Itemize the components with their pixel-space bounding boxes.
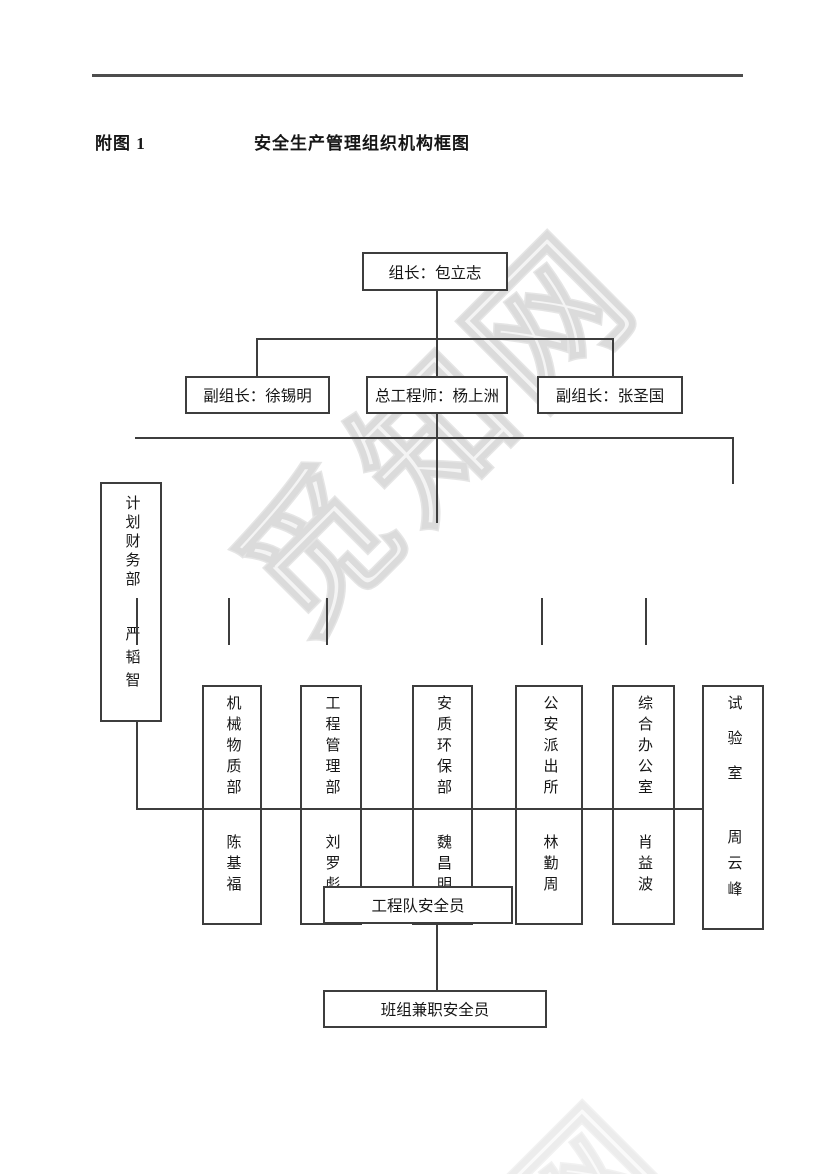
- connector-tick-1: [228, 598, 230, 645]
- connector-right-stub: [732, 437, 734, 484]
- connector-deputies-horizontal: [256, 338, 614, 340]
- connector-deputy1-stub: [256, 338, 258, 376]
- watermark-bottom: 觅知网: [216, 1046, 713, 1174]
- connector-tick-4: [645, 598, 647, 645]
- connector-tick-planning: [136, 598, 138, 645]
- dept-name: 安质环保部: [435, 694, 451, 800]
- connector-center-down: [436, 414, 438, 523]
- dept-box-machinery-materials: 机械物质部 陈基福: [202, 685, 262, 925]
- leader-box: 组长：包立志: [362, 252, 508, 291]
- dept-name: 试验室: [725, 694, 742, 800]
- dept-person: 肖益波: [636, 833, 652, 897]
- dept-box-safety-quality-environment: 安质环保部 魏昌明: [412, 685, 473, 925]
- watermark: 觅知网: [208, 203, 672, 667]
- connector-tick-2: [326, 598, 328, 645]
- connector-tick-3: [541, 598, 543, 645]
- dept-person: 陈基福: [224, 833, 241, 897]
- deputy-leader-box-2: 副组长：张圣国: [537, 376, 683, 414]
- connector-planning-down: [136, 722, 138, 810]
- dept-person: 林勤周: [541, 833, 558, 897]
- figure-label: 附图 1: [95, 134, 146, 153]
- dept-person: 周云峰: [725, 828, 742, 907]
- dept-name: 综合办公室: [636, 694, 652, 800]
- dept-box-planning-finance: 计划财务部 严韬智: [100, 482, 162, 722]
- dept-box-general-office: 综合办公室 肖益波: [612, 685, 675, 925]
- team-safety-officer-box: 工程队安全员: [323, 886, 513, 924]
- crew-safety-officer-box: 班组兼职安全员: [323, 990, 547, 1028]
- deputy-leader-box-1: 副组长：徐锡明: [185, 376, 330, 414]
- connector-leader-down: [436, 291, 438, 376]
- dept-box-engineering-management: 工程管理部 刘罗彪: [300, 685, 362, 925]
- dept-name: 计划财务部: [123, 494, 140, 590]
- dept-person: 严韬智: [123, 625, 140, 695]
- dept-name: 工程管理部: [323, 694, 340, 800]
- dept-box-police-station: 公安派出所 林勤周: [515, 685, 583, 925]
- dept-person: 魏昌明: [435, 833, 451, 897]
- connector-main-horizontal: [135, 437, 734, 439]
- page-title: 安全生产管理组织机构框图: [254, 134, 470, 153]
- connector-departments-horizontal: [136, 808, 703, 810]
- chief-engineer-box: 总工程师：杨上洲: [366, 376, 508, 414]
- header-rule: [92, 74, 743, 77]
- dept-name: 公安派出所: [541, 694, 558, 800]
- dept-name: 机械物质部: [224, 694, 241, 800]
- connector-deputy3-stub: [612, 338, 614, 376]
- dept-box-laboratory: 试验室 周云峰: [702, 685, 764, 930]
- dept-person: 刘罗彪: [323, 833, 340, 897]
- connector-team-down: [436, 924, 438, 991]
